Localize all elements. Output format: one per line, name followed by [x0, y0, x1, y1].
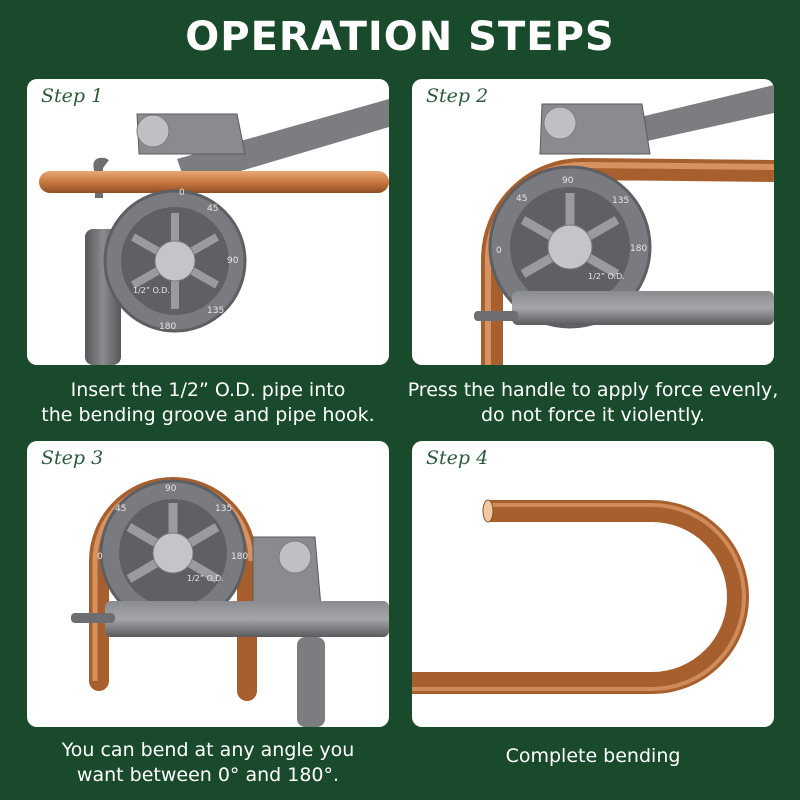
step-3-panel: 0 45 90 135 180 1/2” O.D. Step 3 [27, 441, 389, 727]
dial-mark-0: 0 [179, 188, 185, 198]
dial-mark-135: 135 [207, 306, 224, 316]
step-1-label: Step 1 [41, 85, 104, 107]
dial-mark-45: 45 [207, 204, 218, 214]
upper-handle [632, 85, 774, 143]
dial-mark-45: 45 [115, 504, 126, 514]
caption-line: the bending groove and pipe hook. [41, 404, 375, 426]
caption-line: do not force it violently. [481, 404, 705, 426]
step-2-panel: 0 45 90 135 180 1/2” O.D. Step 2 [412, 79, 774, 365]
step-1-illustration: 0 45 90 135 180 1/2” O.D. [39, 99, 389, 365]
step-3-caption: You can bend at any angle you want betwe… [18, 738, 398, 788]
step-1-panel: 0 45 90 135 180 1/2” O.D. Step 1 [27, 79, 389, 365]
step-4-panel: Step 4 [412, 441, 774, 727]
dial-mark-180: 180 [630, 244, 647, 254]
dial-mark-45: 45 [516, 194, 527, 204]
step-2-illustration: 0 45 90 135 180 1/2” O.D. [474, 85, 774, 365]
step-3-illustration: 0 45 90 135 180 1/2” O.D. [71, 477, 389, 727]
dial-hub [154, 240, 196, 282]
step-2-caption: Press the handle to apply force evenly, … [403, 378, 783, 428]
dial-size-text: 1/2” O.D. [133, 286, 170, 295]
caption-line: You can bend at any angle you [61, 739, 355, 761]
pipe-hook [71, 613, 115, 623]
caption-line: Insert the 1/2” O.D. pipe into [70, 379, 346, 401]
caption-line: Press the handle to apply force evenly, [407, 379, 779, 401]
lower-handle [512, 291, 774, 325]
clamp-knob [136, 114, 170, 148]
clamp-knob [278, 540, 312, 574]
dial-mark-90: 90 [227, 256, 239, 266]
copper-pipe [39, 171, 389, 193]
step-1-caption: Insert the 1/2” O.D. pipe into the bendi… [18, 378, 398, 428]
dial-size-text: 1/2” O.D. [588, 272, 625, 281]
dial-mark-135: 135 [612, 196, 629, 206]
dial-mark-90: 90 [562, 176, 574, 186]
dial-mark-90: 90 [165, 484, 177, 494]
step-3-label: Step 3 [41, 447, 104, 469]
dial-size-text: 1/2” O.D. [187, 574, 224, 583]
pipe-hook [474, 311, 518, 321]
caption-line: want between 0° and 180°. [76, 764, 340, 786]
dial-mark-180: 180 [231, 552, 248, 562]
step-2-label: Step 2 [426, 85, 489, 107]
step-4-label: Step 4 [426, 447, 489, 469]
dial-mark-0: 0 [496, 246, 502, 256]
upper-handle [297, 637, 325, 727]
dial-mark-0: 0 [97, 552, 103, 562]
dial-hub [547, 224, 593, 270]
dial-mark-180: 180 [159, 322, 176, 332]
bent-copper-pipe [412, 500, 749, 694]
dial-mark-135: 135 [215, 504, 232, 514]
step-4-illustration [412, 499, 749, 694]
pipe-end [482, 499, 494, 523]
lower-handle [105, 601, 389, 637]
page-title: OPERATION STEPS [185, 14, 615, 60]
upper-handle [177, 99, 389, 187]
step-4-caption: Complete bending [403, 744, 783, 769]
dial-hub [152, 532, 194, 574]
clamp-knob [543, 106, 577, 140]
caption-line: Complete bending [505, 745, 681, 767]
